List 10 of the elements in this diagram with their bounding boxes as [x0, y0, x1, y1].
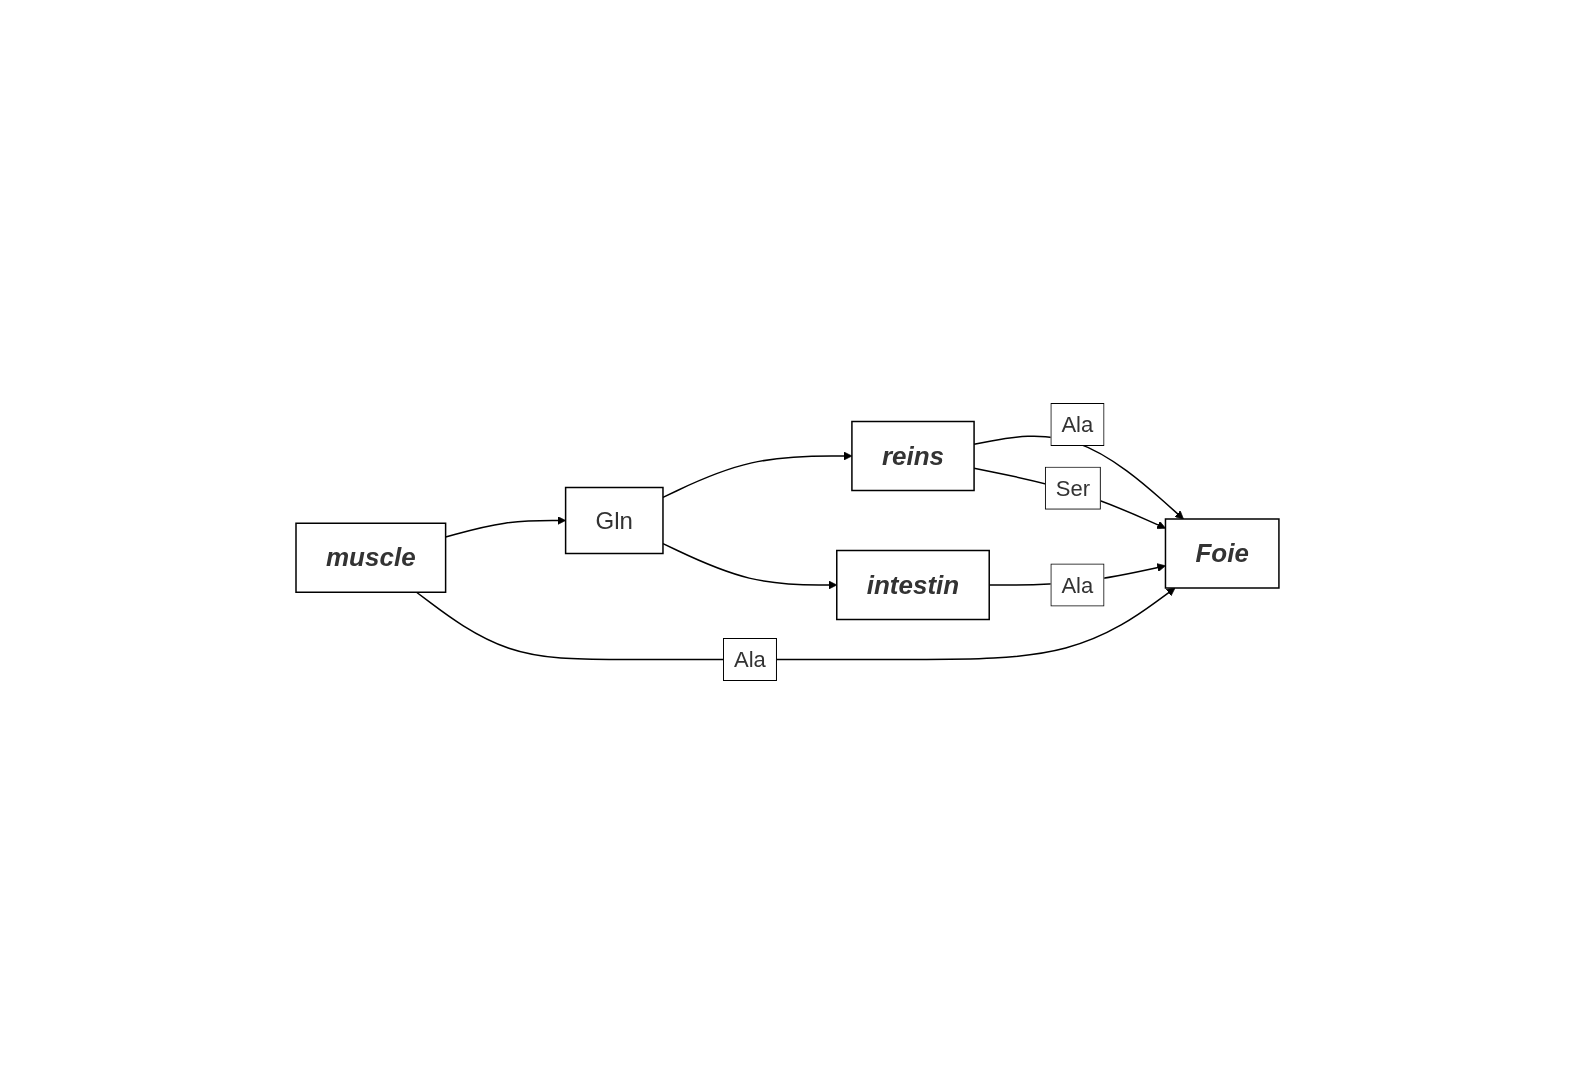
- node-box: Foie: [1164, 518, 1280, 589]
- node-box: reins: [851, 420, 975, 492]
- edge-label: Ser: [1055, 475, 1091, 501]
- edge-label: Ala: [1061, 412, 1094, 437]
- node-box: muscle: [295, 522, 447, 593]
- arrow: [415, 587, 1176, 661]
- node-box: Gln: [564, 486, 664, 555]
- edge-label: Ala: [1061, 572, 1094, 598]
- node-box: intestin: [836, 549, 990, 621]
- edge-label: Ala: [734, 647, 766, 672]
